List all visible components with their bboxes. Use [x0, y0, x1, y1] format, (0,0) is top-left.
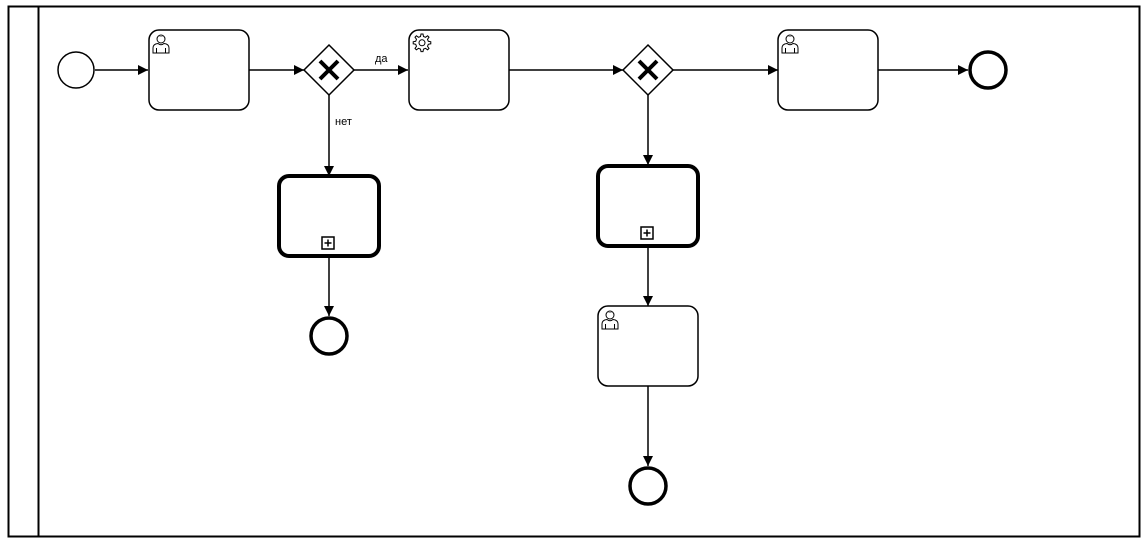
user-task-1[interactable] [148, 29, 250, 111]
flow-label-yes: да [375, 53, 388, 65]
user-task-2[interactable] [597, 305, 699, 387]
collapsed-subprocess-1[interactable] [277, 174, 381, 258]
end-event-2[interactable] [628, 466, 668, 506]
x-icon [637, 59, 659, 81]
exclusive-gateway-2[interactable] [621, 43, 675, 97]
start-event[interactable] [57, 51, 95, 89]
end-event-3[interactable] [968, 50, 1008, 90]
x-icon [318, 59, 340, 81]
service-task[interactable] [408, 29, 510, 111]
exclusive-gateway-1[interactable] [302, 43, 356, 97]
user-task-3[interactable] [777, 29, 879, 111]
flow-label-no: нет [335, 116, 352, 128]
collapsed-subprocess-2[interactable] [596, 164, 700, 248]
end-event-1[interactable] [309, 316, 349, 356]
